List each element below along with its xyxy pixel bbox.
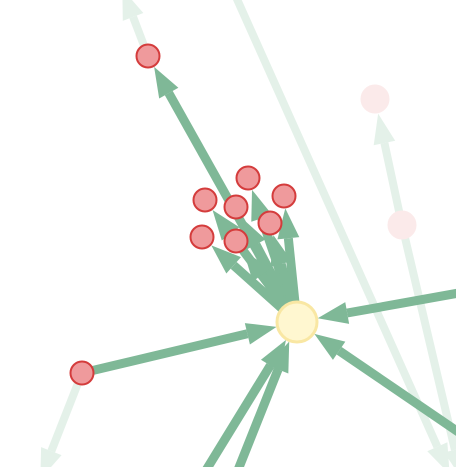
edge [317,288,456,324]
arrowhead-icon [373,113,396,146]
edge-line [398,224,456,451]
edge [80,323,277,378]
graph-node[interactable] [257,210,283,236]
arrowhead-icon [243,250,271,282]
edge [314,333,456,436]
faded-edge-layer [40,0,456,467]
arrowhead-icon [244,323,277,345]
arrowhead-icon [122,0,144,21]
arrowhead-icon [314,333,346,360]
faded-node[interactable] [360,84,390,114]
arrowhead-icon [212,209,240,241]
edge [234,341,290,467]
edge-line [202,363,275,467]
hub-node[interactable] [275,300,319,344]
edge-line [346,288,456,318]
arrowhead-icon [40,447,62,467]
graph-node[interactable] [271,183,297,209]
node-layer [69,43,417,386]
arrowhead-icon [154,66,179,99]
graph-node[interactable] [192,187,218,213]
graph-node[interactable] [69,360,95,386]
faded-edge [232,0,450,467]
arrowhead-icon [267,341,290,374]
arrowhead-icon [270,235,292,267]
graph-node[interactable] [235,165,261,191]
arrowhead-icon [277,208,300,240]
edge-line [234,367,283,467]
graph-node[interactable] [135,43,161,69]
edge-line [336,347,456,436]
edge-line [47,371,86,453]
graph-node[interactable] [189,224,215,250]
faded-edge [40,371,86,467]
arrowhead-icon [427,442,450,467]
graph-node[interactable] [223,194,249,220]
arrowhead-icon [211,245,242,274]
arrowhead-icon [444,449,456,467]
edge-line [232,0,441,449]
faded-node[interactable] [387,210,417,240]
faded-edge [398,224,456,467]
edge-line [80,329,249,378]
arrowhead-icon [317,302,350,324]
graph-node[interactable] [223,228,249,254]
